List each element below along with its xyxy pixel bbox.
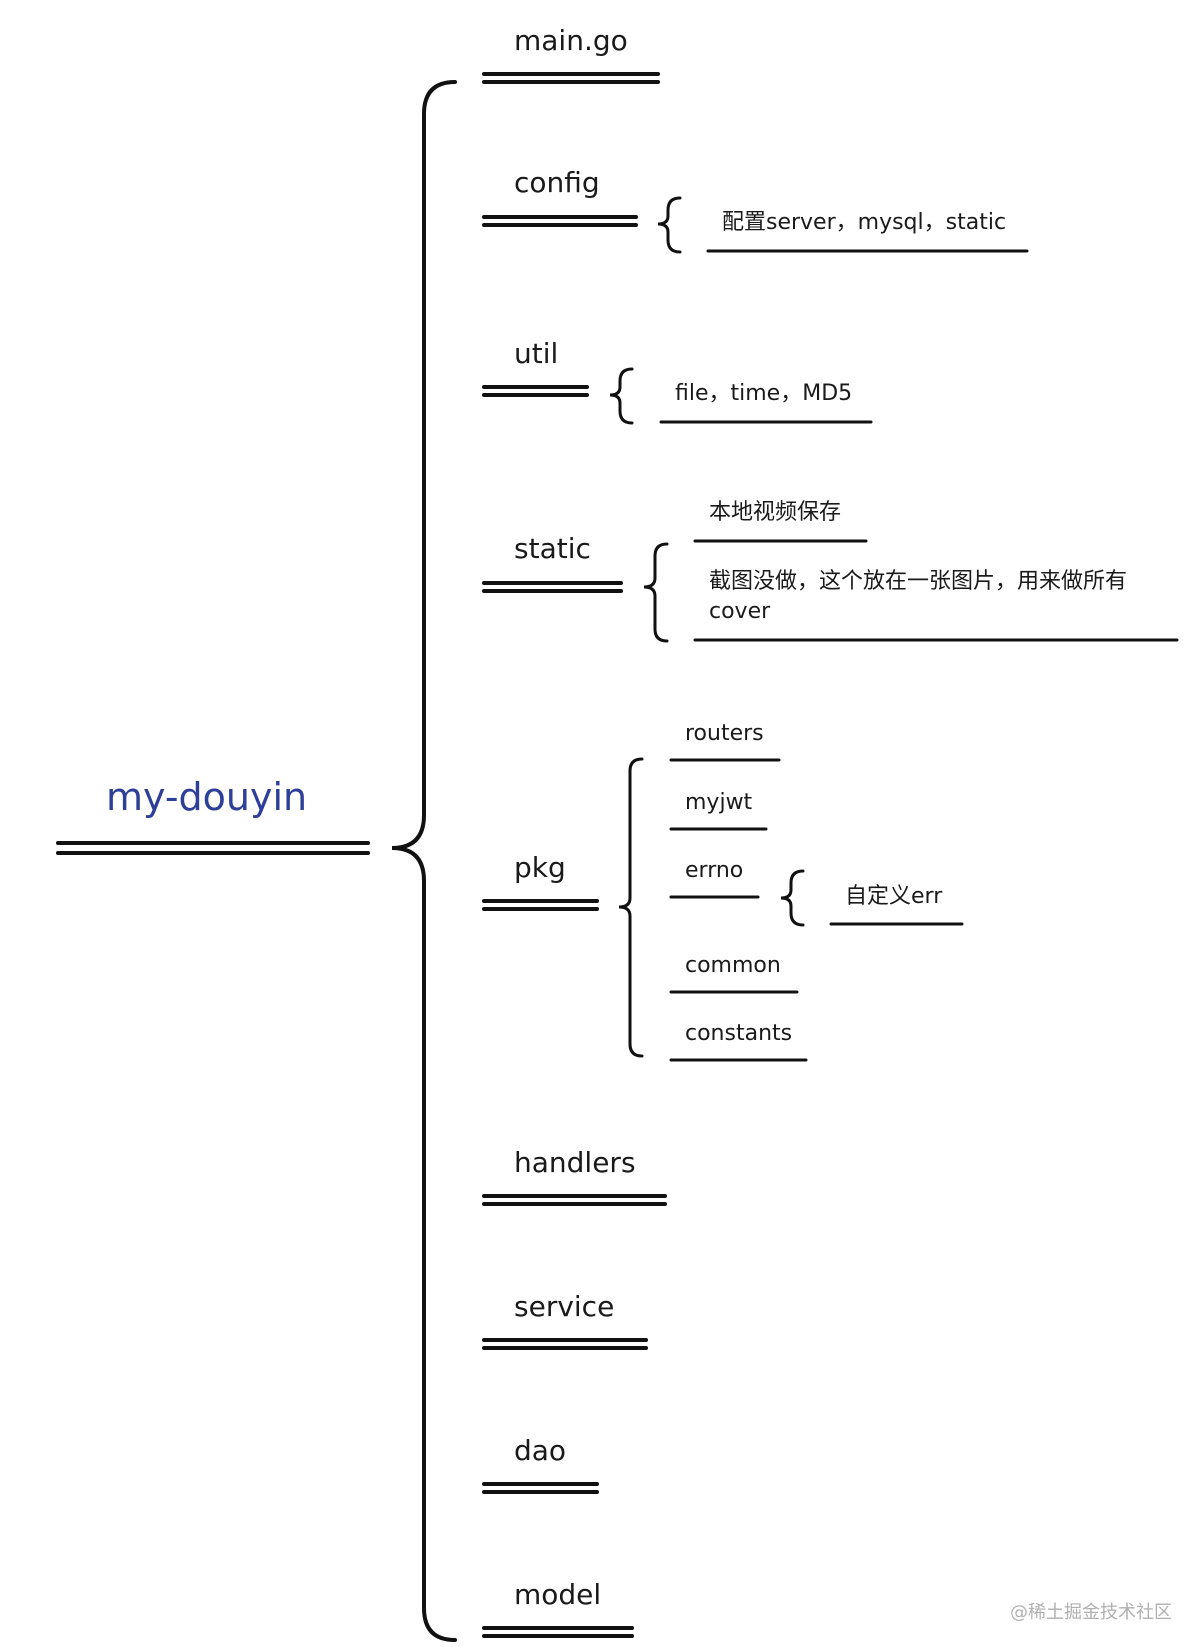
pkg-brace <box>618 757 644 1058</box>
root-node-label: my-douyin <box>106 775 308 819</box>
branch-underline-pkg <box>482 899 599 911</box>
branch-underline-service <box>482 1338 648 1350</box>
pkg-child-common: common <box>685 953 781 978</box>
branch-static: static <box>514 532 591 565</box>
static-child-1: 本地视频保存 <box>709 500 842 525</box>
branch-config: config <box>514 166 600 199</box>
branch-dao: dao <box>514 1434 567 1467</box>
util-child: file，time，MD5 <box>675 381 853 406</box>
static-child-2: 截图没做，这个放在一张图片，用来做所有cover <box>709 569 1128 624</box>
branch-underline-util <box>482 385 589 397</box>
pkg-child-myjwt: myjwt <box>685 790 753 815</box>
util-brace <box>609 367 634 425</box>
static-brace <box>643 542 669 643</box>
root-underline <box>56 841 370 855</box>
branch-underline-main-go <box>482 72 660 84</box>
config-brace <box>657 196 682 254</box>
config-child: 配置server，mysql，static <box>722 210 1007 235</box>
pkg-child-constants: constants <box>685 1021 793 1046</box>
branch-underline-model <box>482 1626 634 1638</box>
branch-underline-static <box>482 581 623 593</box>
branch-service: service <box>514 1290 615 1323</box>
errno-child: 自定义err <box>845 884 943 909</box>
branch-underline-dao <box>482 1482 599 1494</box>
branch-underline-handlers <box>482 1194 667 1206</box>
errno-brace <box>780 869 805 927</box>
branch-pkg: pkg <box>514 851 566 884</box>
branch-underline-config <box>482 215 638 227</box>
pkg-child-routers: routers <box>685 721 764 746</box>
watermark-text: @稀土掘金技术社区 <box>1010 1602 1172 1623</box>
branch-util: util <box>514 337 559 370</box>
branch-main-go: main.go <box>514 24 628 57</box>
branch-model: model <box>514 1578 602 1611</box>
root-brace <box>391 80 457 1642</box>
branch-handlers: handlers <box>514 1146 636 1179</box>
pkg-child-errno: errno <box>685 858 744 883</box>
